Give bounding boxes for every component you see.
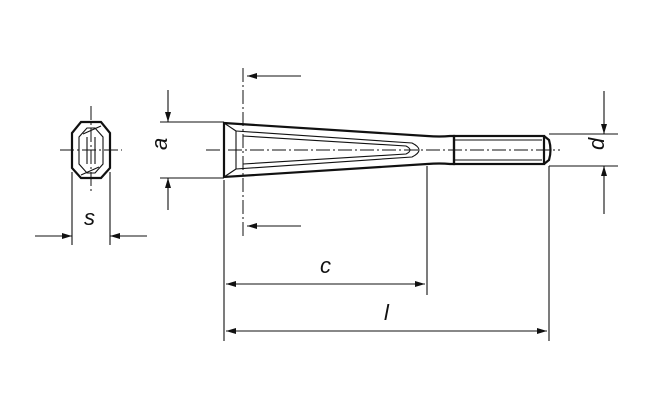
end-view-hatch	[82, 125, 102, 135]
end-view-groove	[78, 127, 104, 174]
a-label: a	[147, 138, 172, 150]
l-label: l	[384, 300, 390, 325]
body-groove-inner	[242, 135, 411, 165]
end-view: s	[35, 106, 147, 245]
d-label: d	[584, 137, 609, 150]
body-groove-outer	[235, 130, 420, 170]
shank-end-chamfer	[543, 135, 552, 165]
threaded-shank	[452, 134, 546, 166]
side-view: a d c l	[147, 68, 618, 341]
end-view-outline	[70, 120, 112, 180]
s-label: s	[84, 205, 95, 230]
c-label: c	[320, 253, 331, 278]
